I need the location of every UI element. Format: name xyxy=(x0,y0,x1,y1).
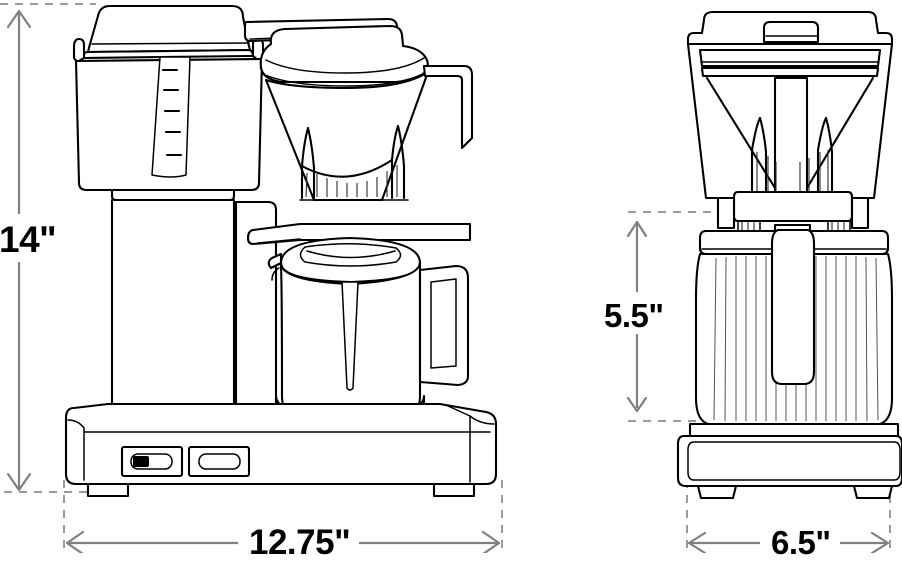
filter-basket-ribs xyxy=(299,124,409,201)
dimension-label-height: 14" xyxy=(0,218,61,261)
carafe-center-tube xyxy=(341,281,359,391)
control-panel xyxy=(120,445,251,478)
drip-arm xyxy=(422,64,474,150)
dimension-carafe-height-arrow xyxy=(626,220,648,413)
side-base-plate xyxy=(676,422,902,488)
extension-line-depth xyxy=(686,480,891,553)
dimension-label-depth: 6.5" xyxy=(762,524,840,561)
dimension-width-arrow xyxy=(65,530,501,553)
reservoir-lid xyxy=(82,4,255,60)
feet-front xyxy=(86,482,476,498)
carafe-handle xyxy=(418,264,470,387)
extension-line-bottom-left xyxy=(4,480,503,553)
water-level-gauge xyxy=(151,56,191,178)
dimension-label-carafe-height: 5.5" xyxy=(598,297,670,334)
power-switch-indicator xyxy=(133,456,149,467)
brew-basket-rim xyxy=(259,24,429,87)
brew-switch-indicator xyxy=(198,453,241,470)
brew-basket-funnel xyxy=(264,70,430,202)
dimension-label-width: 12.75" xyxy=(240,523,360,562)
dimension-height-arrow xyxy=(6,9,32,492)
side-top-lid xyxy=(686,10,894,46)
side-feet xyxy=(696,484,894,500)
dimension-depth-arrow xyxy=(687,531,890,553)
main-housing xyxy=(110,198,278,418)
carafe-shelf xyxy=(246,222,472,246)
side-carafe-body xyxy=(694,223,894,426)
side-funnel-housing xyxy=(686,42,894,200)
carafe-lid xyxy=(279,236,422,284)
